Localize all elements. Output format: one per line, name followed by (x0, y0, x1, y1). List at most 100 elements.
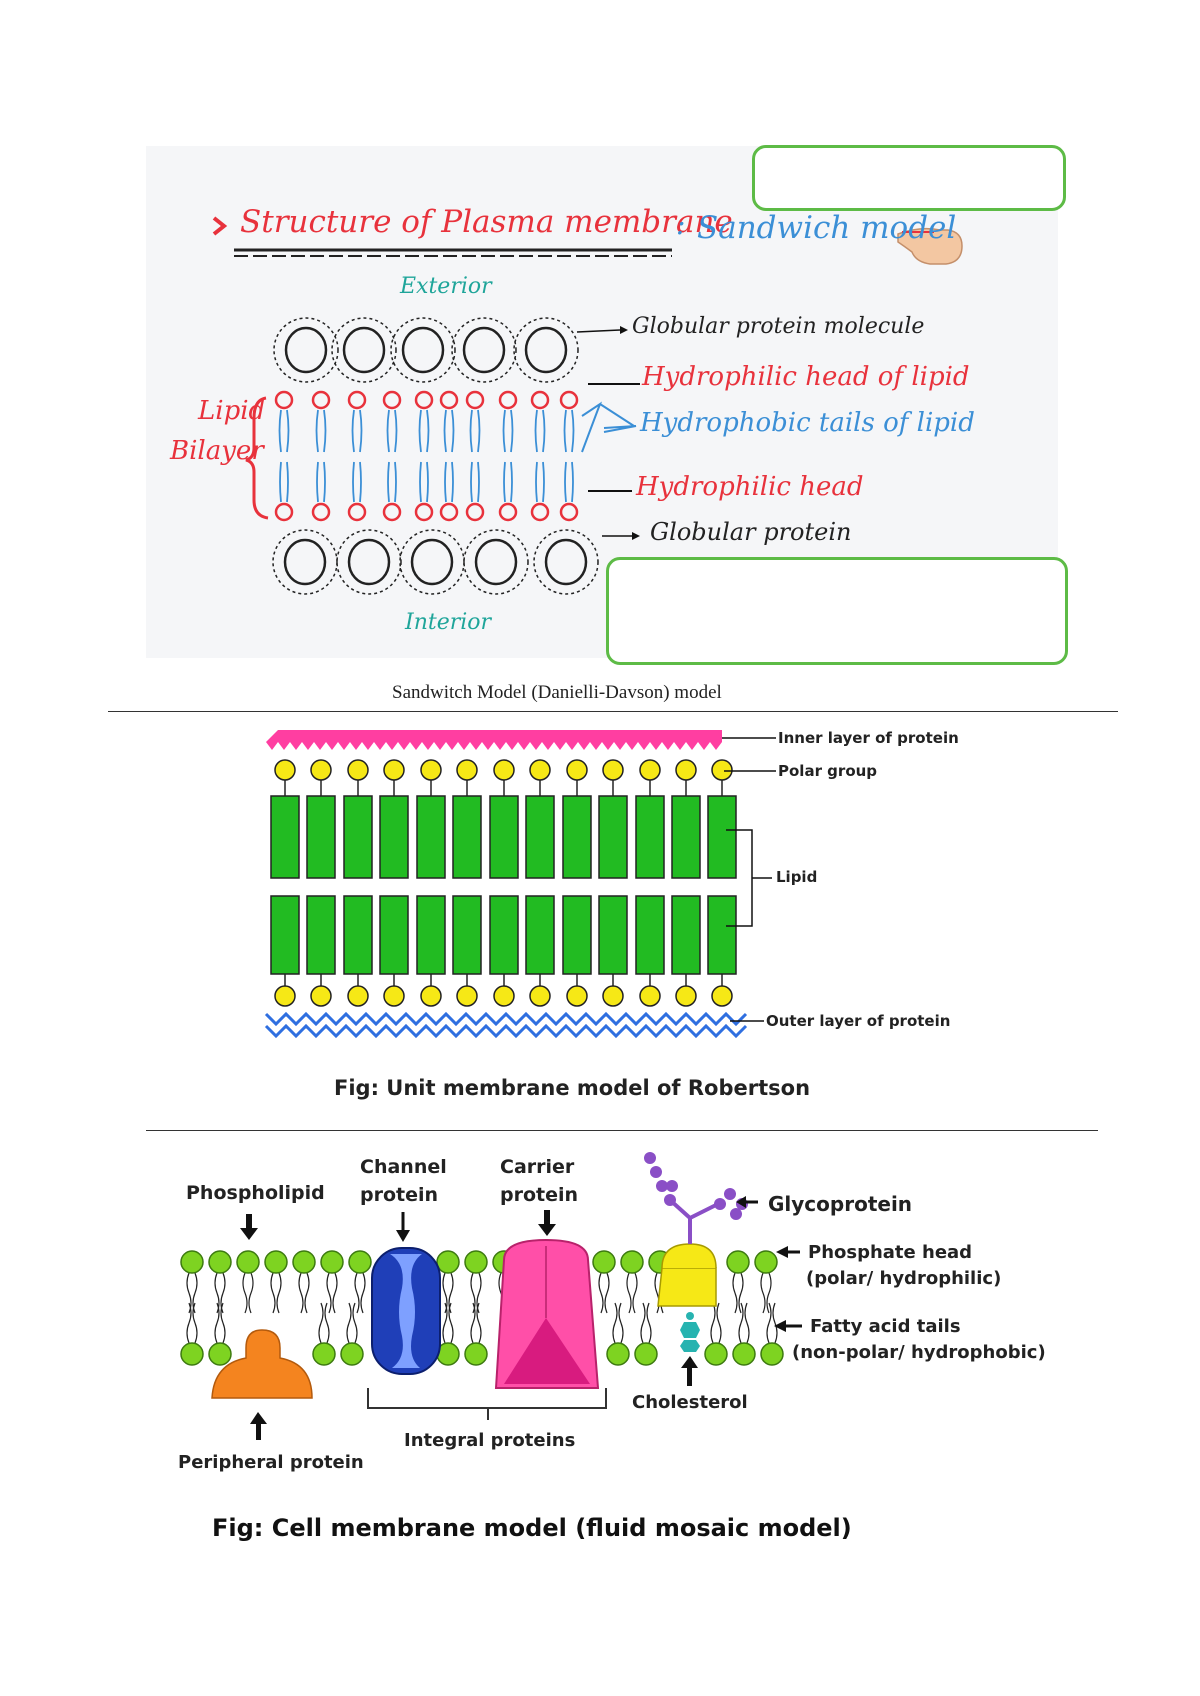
fatty-acid-tail (270, 1272, 282, 1314)
lipid-block (416, 795, 446, 879)
tails-bracket-arrow (581, 401, 635, 453)
hydrophobic-tail-bottom (444, 461, 454, 503)
hydrophilic-head-top (530, 390, 550, 410)
globular-protein (410, 538, 454, 586)
sandwich-caption: Sandwitch Model (Danielli-Davson) model (392, 682, 722, 703)
hydrophilic-head-top (382, 390, 402, 410)
polar-group-head (711, 985, 733, 1007)
lipid-block (489, 795, 519, 879)
phosphate-head-top (436, 1250, 460, 1274)
phosphate-head-bottom (760, 1342, 784, 1366)
hydrophobic-tail-bottom (535, 461, 545, 503)
hydrophilic-head-top (311, 390, 331, 410)
lipid-bilayer-brace (245, 396, 269, 520)
fatty-acid-tail (186, 1302, 198, 1344)
channel-label-2: protein (360, 1184, 439, 1206)
outer-protein-wave (264, 1023, 748, 1039)
lipid-block (562, 895, 592, 975)
hydrophilic-head-top (414, 390, 434, 410)
hydrophilic-head-top (347, 390, 367, 410)
fatty-acid-tail (470, 1272, 482, 1314)
lipid-block (525, 895, 555, 975)
glycan-bead (714, 1198, 726, 1210)
polar-group-head (639, 985, 661, 1007)
polar-group-head (310, 985, 332, 1007)
hydrophilic-head-bottom (530, 502, 550, 522)
phosphate-head-bottom (732, 1342, 756, 1366)
glycan-bead (730, 1208, 742, 1220)
glycan-bead (644, 1152, 656, 1164)
hydrophobic-tail-top (563, 409, 575, 453)
hydrophilic-head-bottom (347, 502, 367, 522)
globular-protein-outline (451, 317, 517, 383)
exterior-label: Exterior (400, 274, 492, 299)
carrier-label-2: protein (500, 1184, 579, 1206)
lipid-block (270, 795, 300, 879)
phosphate-head-bottom (634, 1342, 658, 1366)
hydrophobic-tail-bottom (470, 461, 480, 503)
hydrophobic-tail-top (278, 409, 290, 453)
polar-group-head (675, 985, 697, 1007)
lipid-block (343, 795, 373, 879)
hydrophilic-head-label: Hydrophilic head (636, 472, 864, 502)
carrier-label-1: Carrier (500, 1156, 575, 1178)
hydrophilic-head-top (498, 390, 518, 410)
hydrophilic-head-top (559, 390, 579, 410)
phosphate-head-top (464, 1250, 488, 1274)
lipid-block (379, 795, 409, 879)
lipid-block (525, 795, 555, 879)
phosphate-head-label-1: Phosphate head (808, 1242, 973, 1263)
fatty-acid-tail (214, 1272, 226, 1314)
hydrophobic-tail-top (534, 409, 546, 453)
channel-label-1: Channel (360, 1156, 447, 1178)
phosphate-head-top (264, 1250, 288, 1274)
phosphate-head-top (292, 1250, 316, 1274)
divider-1 (108, 711, 1118, 712)
polar-group-head (347, 985, 369, 1007)
lipid-block (635, 795, 665, 879)
channel-protein-shape (371, 1247, 441, 1375)
integral-proteins-label: Integral proteins (404, 1430, 576, 1451)
globular-protein (284, 326, 328, 374)
globular-protein-outline (513, 317, 579, 383)
lipid-block (270, 895, 300, 975)
hydrophilic-head-bottom (414, 502, 434, 522)
globular-protein (474, 538, 518, 586)
inner-protein-layer (266, 730, 722, 750)
lipid-block (635, 895, 665, 975)
fatty-acid-tail (626, 1272, 638, 1314)
hydrophobic-tail-bottom (316, 461, 326, 503)
fatty-acid-tail (766, 1302, 778, 1344)
glycoprotein-label: Glycoprotein (768, 1192, 913, 1216)
inner-layer-label: Inner layer of protein (778, 729, 959, 747)
phosphate-head-bottom (340, 1342, 364, 1366)
fatty-acid-tail (354, 1272, 366, 1314)
hydrophobic-tail-top (469, 409, 481, 453)
globular-protein-outline (331, 317, 397, 383)
hydrophobic-tails-label: Hydrophobic tails of lipid (640, 408, 975, 438)
phosphate-head-top (348, 1250, 372, 1274)
hydrophilic-head-bottom (465, 502, 485, 522)
integral-proteins-bracket (367, 1388, 607, 1420)
outer-protein-wave (264, 1011, 748, 1027)
glycoprotein-shape (657, 1198, 719, 1307)
hydrophobic-tail-bottom (503, 461, 513, 503)
hydrophilic-head-bottom (498, 502, 518, 522)
sandwich-title-colon: : (676, 208, 686, 241)
phosphate-head-top (592, 1250, 616, 1274)
hydrophilic-head-bottom (382, 502, 402, 522)
fatty-acid-tail (186, 1272, 198, 1314)
phosphate-head-bottom (704, 1342, 728, 1366)
hydrophobic-tail-top (443, 409, 455, 453)
sandwich-title-suffix: Sandwich model (697, 210, 957, 246)
fatty-acid-tail (470, 1302, 482, 1344)
cholesterol-label: Cholesterol (632, 1392, 748, 1413)
fluid-mosaic-caption: Fig: Cell membrane model (fluid mosaic m… (212, 1514, 852, 1542)
fatty-acid-tail (298, 1272, 310, 1314)
lipid-label-robertson: Lipid (776, 868, 818, 886)
polar-group-head (529, 985, 551, 1007)
globular-protein-outline (272, 529, 338, 595)
globular-protein-outline (533, 529, 599, 595)
fatty-acid-label-2: (non-polar/ hydrophobic) (792, 1342, 1046, 1363)
